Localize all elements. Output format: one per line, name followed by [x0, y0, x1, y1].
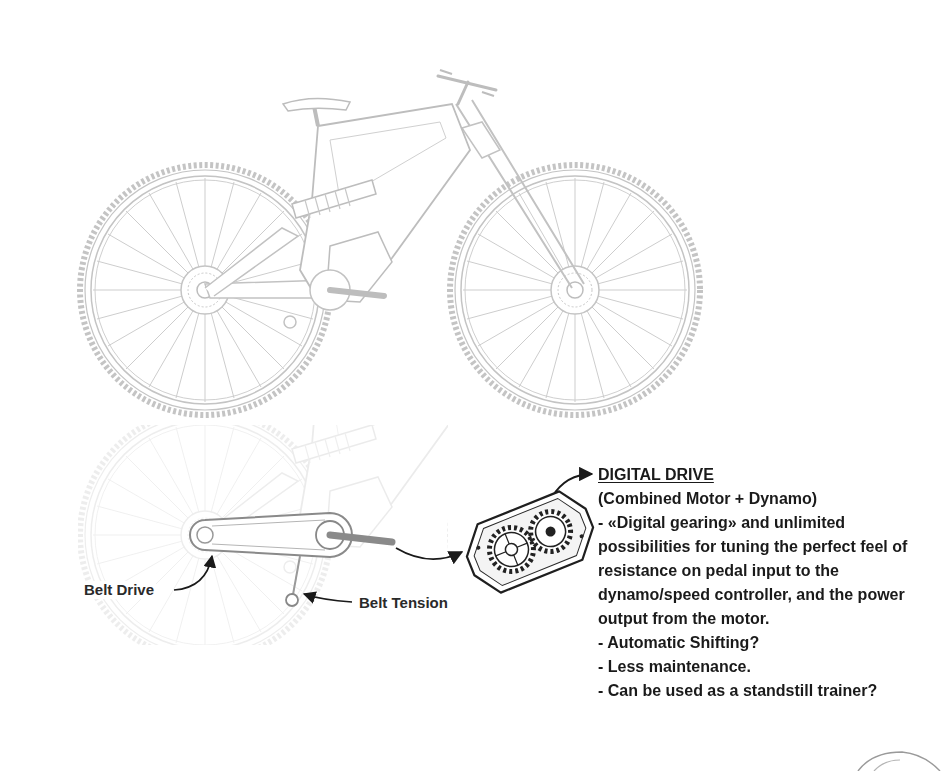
part-label: Belt Drive: [82, 581, 156, 599]
motor-icon: [457, 485, 603, 600]
feature-note: - «Digital gearing» and unlimited possib…: [598, 511, 940, 631]
feature-note: - Can be used as a standstill trainer?: [598, 679, 940, 703]
callout-heading: DIGITAL DRIVE: [598, 463, 940, 487]
part-label: Belt Tension: [357, 594, 450, 612]
callout-text-block: DIGITAL DRIVE(Combined Motor + Dynamo)- …: [598, 463, 940, 703]
feature-note: - Less maintenance.: [598, 655, 940, 679]
callout-subtitle: (Combined Motor + Dynamo): [598, 487, 940, 511]
feature-note: - Automatic Shifting?: [598, 631, 940, 655]
